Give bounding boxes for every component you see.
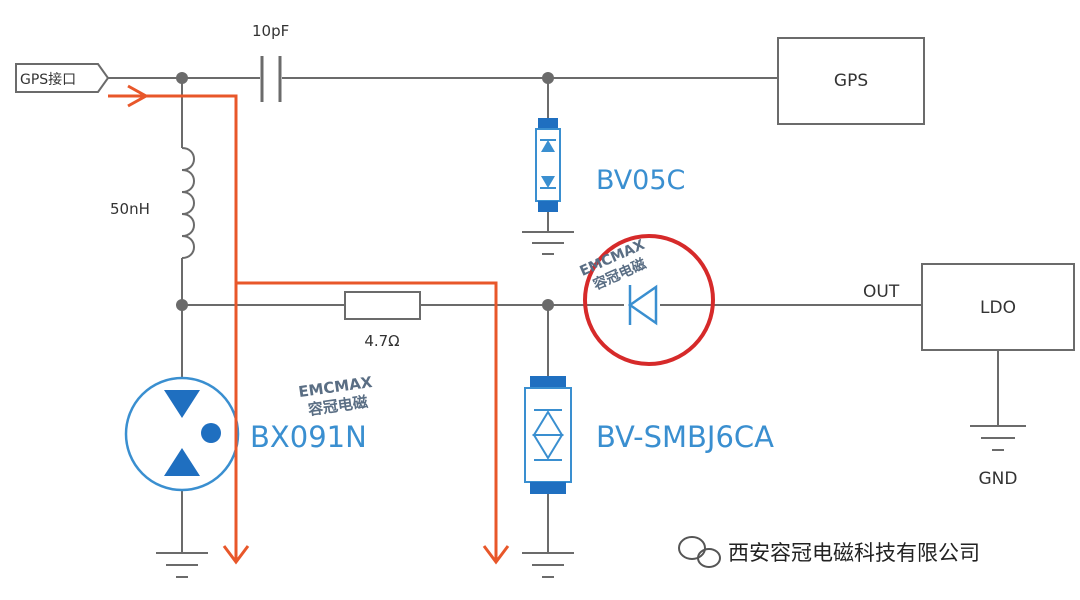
resistor-body [344, 291, 421, 320]
gdt-envelope [124, 376, 240, 492]
resistor: 4.7Ω [344, 291, 421, 350]
ground-symbols [156, 231, 1026, 578]
highlight-circle [583, 234, 715, 366]
wires [108, 77, 999, 553]
ground-symbol [522, 552, 574, 578]
out-label: OUT [863, 282, 900, 302]
port-shape [15, 63, 110, 93]
diode-triangle-up [541, 140, 555, 152]
gdt-label: BX091N [250, 420, 367, 454]
gps-port: GPS接口 [15, 63, 110, 93]
gps-block-label: GPS [834, 71, 868, 91]
gps-port-label: GPS接口 [20, 71, 76, 88]
surge-arrow-right [127, 84, 150, 108]
junction-dot [542, 72, 554, 84]
package-cap [530, 376, 566, 388]
gnd-label: GND [979, 469, 1018, 489]
ground-symbol [156, 552, 208, 578]
package-cap [538, 118, 558, 129]
tvs-bv-smbj6ca: BV-SMBJ6CA [524, 376, 774, 494]
wechat-icon [678, 536, 721, 568]
ldo-block: LDO [921, 263, 1075, 351]
resistor-label: 4.7Ω [364, 332, 399, 350]
surge-arrow-down [222, 545, 250, 565]
gdt-electrode-bottom [164, 448, 200, 476]
capacitor: 10pF [252, 22, 289, 102]
surge-arrow-down [482, 545, 510, 565]
tvs-bv05c: BV05C [535, 118, 685, 212]
gdt-electrode-top [164, 390, 200, 418]
ground-symbol [970, 425, 1026, 451]
diode-triangle [532, 434, 564, 460]
series-diode [583, 234, 715, 366]
diode-triangle [627, 284, 658, 326]
watermark: EMCMAX 容冠电磁 [297, 373, 373, 419]
gdt-gas-dot [201, 423, 221, 443]
junction-dots [176, 72, 554, 311]
ldo-block-label: LDO [980, 298, 1016, 318]
footer-credit: 西安容冠电磁科技有限公司 [678, 536, 980, 568]
surge-path-gdt [108, 94, 238, 560]
inductor: 50nH [110, 147, 195, 259]
junction-dot [176, 299, 188, 311]
tvs2-label: BV-SMBJ6CA [596, 420, 774, 454]
tvs1-label: BV05C [596, 165, 685, 196]
ldo-box [921, 263, 1075, 351]
surge-path [108, 84, 510, 565]
company-name: 西安容冠电磁科技有限公司 [728, 541, 980, 565]
junction-dot [176, 72, 188, 84]
junction-dot [542, 299, 554, 311]
gdt-bx091n: BX091N [124, 376, 367, 492]
package-cap [538, 201, 558, 212]
capacitor-label: 10pF [252, 22, 289, 40]
inductor-coil [181, 147, 195, 259]
ground-symbol [522, 231, 574, 255]
package-cap [530, 482, 566, 494]
surge-path-tvs [236, 281, 498, 560]
diode-triangle-down [541, 176, 555, 188]
inductor-label: 50nH [110, 200, 150, 218]
gps-block: GPS [777, 37, 925, 125]
gps-box [777, 37, 925, 125]
